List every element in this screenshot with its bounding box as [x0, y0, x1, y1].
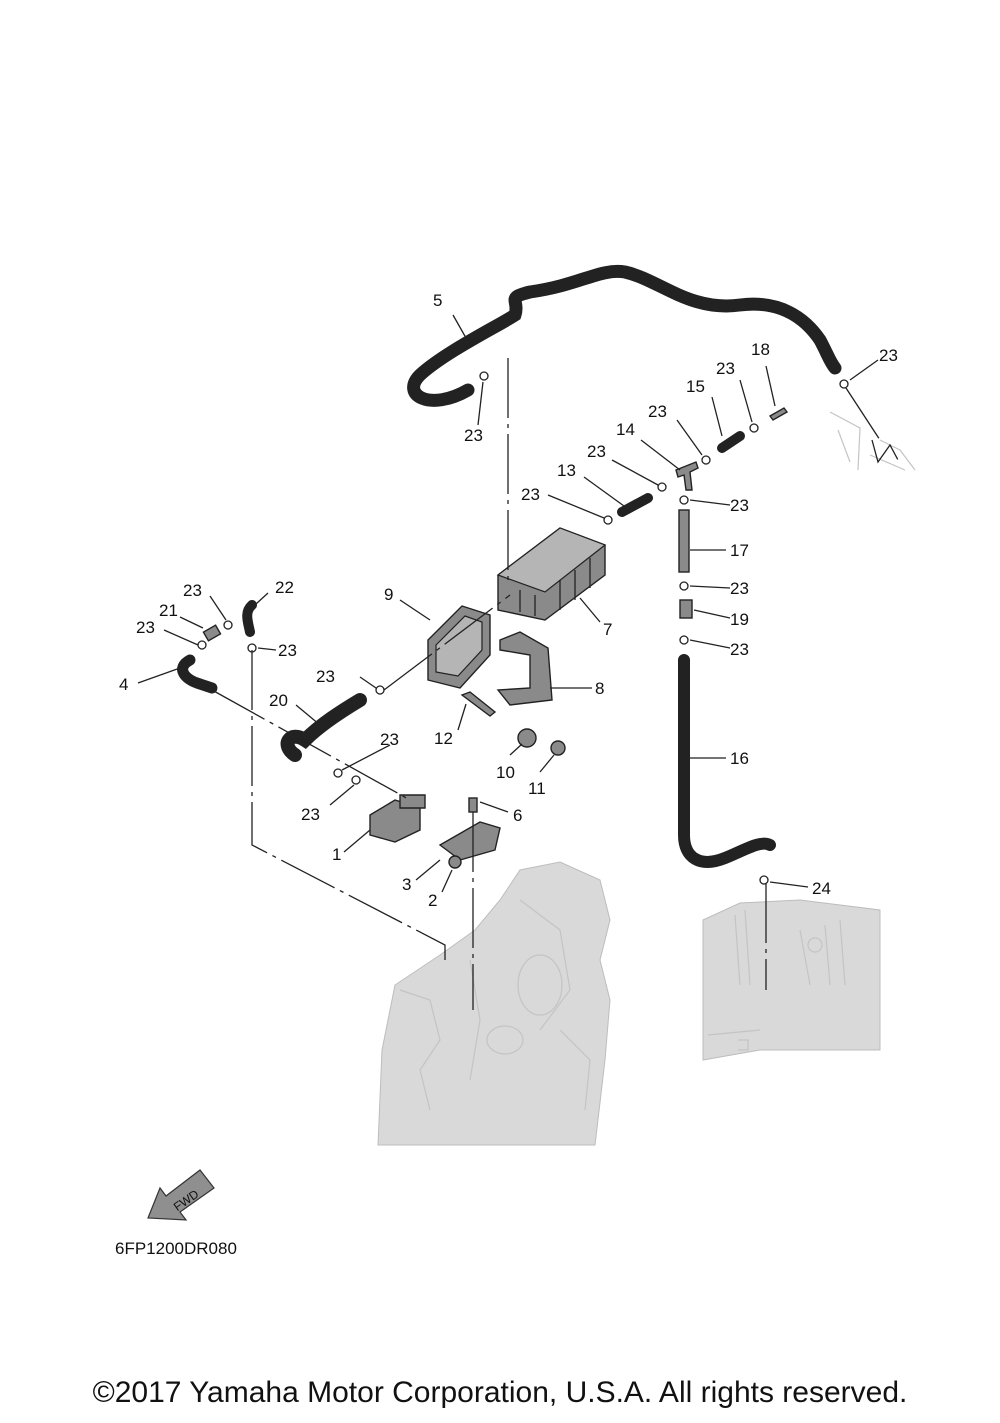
label-part-4: 4	[119, 675, 128, 694]
part-17-hose	[678, 509, 690, 573]
part-19-joint	[679, 599, 693, 619]
part-20-hose	[280, 693, 367, 762]
label-part-1: 1	[332, 845, 341, 864]
label-part-23: 23	[278, 641, 297, 660]
label-part-23: 23	[587, 442, 606, 461]
label-part-21: 21	[159, 601, 178, 620]
label-part-11: 11	[528, 779, 546, 798]
clamp-23-rings	[197, 371, 849, 885]
part-8-bracket	[496, 631, 553, 706]
assembly-lines	[211, 358, 899, 1010]
part-12-bolt	[460, 691, 497, 717]
part-10-grommet	[517, 728, 537, 748]
part-11-collar	[550, 740, 566, 756]
label-part-23: 23	[730, 579, 749, 598]
part-15-hose	[717, 431, 745, 453]
label-part-23: 23	[316, 667, 335, 686]
label-part-23: 23	[879, 346, 898, 365]
label-part-16: 16	[730, 749, 749, 768]
part-13-hose	[617, 493, 653, 517]
label-part-24: 24	[812, 879, 831, 898]
part-18-joint	[768, 407, 789, 421]
label-part-23: 23	[301, 805, 320, 824]
label-part-8: 8	[595, 679, 604, 698]
label-part-23: 23	[730, 640, 749, 659]
part-2-nut	[448, 855, 462, 869]
label-part-22: 22	[275, 578, 294, 597]
label-part-10: 10	[496, 763, 515, 782]
part-21-fitting	[202, 624, 222, 642]
label-part-17: 17	[730, 541, 749, 560]
label-part-23: 23	[521, 485, 540, 504]
part-14-tjoint	[675, 461, 699, 491]
label-part-6: 6	[513, 806, 522, 825]
label-part-18: 18	[751, 340, 770, 359]
label-part-23: 23	[648, 402, 667, 421]
part-4-hose	[177, 654, 218, 694]
fitting-ghost	[829, 411, 916, 471]
label-part-9: 9	[384, 585, 393, 604]
part-3-bracket	[438, 821, 501, 861]
label-part-23: 23	[136, 618, 155, 637]
label-part-7: 7	[603, 620, 612, 639]
part-22-hose	[242, 600, 257, 637]
label-part-23: 23	[380, 730, 399, 749]
label-part-23: 23	[183, 581, 202, 600]
label-part-3: 3	[402, 875, 411, 894]
label-part-13: 13	[557, 461, 576, 480]
fwd-arrow-icon: FWD	[147, 1169, 215, 1221]
label-part-19: 19	[730, 610, 749, 629]
label-part-12: 12	[434, 729, 453, 748]
part-6-bolt	[468, 797, 478, 813]
label-part-20: 20	[269, 691, 288, 710]
part-1-valve	[369, 794, 426, 843]
part-9-bracket	[427, 605, 491, 689]
label-part-14: 14	[616, 420, 635, 439]
copyright-notice: ©2017 Yamaha Motor Corporation, U.S.A. A…	[92, 1376, 908, 1409]
label-part-2: 2	[428, 891, 437, 910]
part-5-hose	[407, 264, 842, 407]
engine-block-ghost	[377, 861, 611, 1146]
leader-lines	[137, 314, 879, 893]
fuel-tank-ghost	[702, 899, 881, 1061]
part-labels: 5 23 23 18 23 15 23 14 23 13 23 23 17 23…	[119, 291, 898, 910]
label-part-23: 23	[730, 496, 749, 515]
label-part-15: 15	[686, 377, 705, 396]
label-part-23: 23	[716, 359, 735, 378]
part-7-canister	[496, 527, 607, 621]
label-part-23: 23	[464, 426, 483, 445]
diagram-code: 6FP1200DR080	[115, 1239, 237, 1258]
label-part-5: 5	[433, 291, 442, 310]
part-16-hose	[678, 654, 776, 868]
